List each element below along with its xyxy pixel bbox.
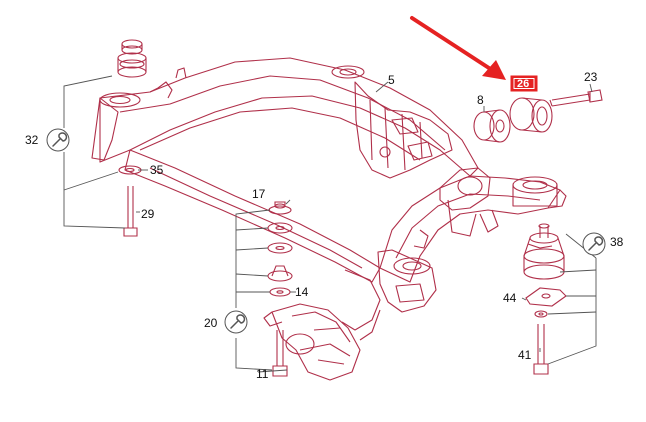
wrench-torque-icon <box>224 310 248 334</box>
callout-26: 26 <box>517 78 529 90</box>
callout-17: 17 <box>252 187 266 201</box>
callout-14: 14 <box>295 285 309 299</box>
bolt-11 <box>272 330 288 377</box>
bolt-41 <box>533 324 549 375</box>
callout-29: 29 <box>141 207 155 221</box>
callout-23: 23 <box>584 70 598 84</box>
bolt-23 <box>549 89 603 107</box>
callout-32: 32 <box>25 133 39 147</box>
highlight-box <box>510 75 538 92</box>
callout-35: 35 <box>150 163 164 177</box>
callout-20: 20 <box>204 316 218 330</box>
left-mount-bushing <box>117 39 147 78</box>
washer-41 <box>534 310 548 318</box>
bushing-26 <box>509 97 553 133</box>
plate-44 <box>525 287 567 307</box>
callout-38: 38 <box>610 235 624 249</box>
washer-stack-17 <box>267 201 293 297</box>
red-arrow-icon <box>410 16 506 80</box>
bolt-29 <box>123 186 138 237</box>
callout-11: 11 <box>256 367 269 381</box>
washer-35 <box>118 165 142 175</box>
callout-8: 8 <box>477 93 484 107</box>
callout-44: 44 <box>503 291 517 305</box>
bushing-8 <box>473 109 511 143</box>
rear-subframe <box>91 57 567 381</box>
leader-lines <box>63 75 597 373</box>
wrench-torque-icon <box>46 128 70 152</box>
callout-5: 5 <box>388 73 395 87</box>
wrench-torque-icon <box>582 232 606 256</box>
callout-41: 41 <box>518 348 532 362</box>
rubber-mount-38 <box>523 223 565 280</box>
